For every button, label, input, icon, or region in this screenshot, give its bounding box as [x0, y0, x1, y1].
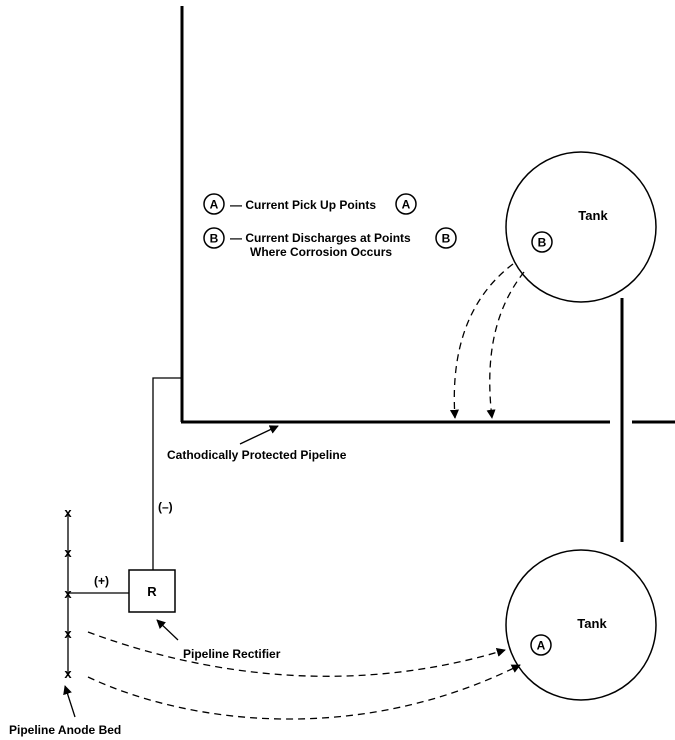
anode-bed-caption: Pipeline Anode Bed: [9, 723, 121, 737]
legend-a-marker-end-circle: [395, 193, 417, 215]
legend-a-marker-end: A: [402, 198, 411, 212]
legend-a-marker-circle: [203, 193, 225, 215]
anode-marker-4: x: [64, 626, 72, 641]
tank-bottom-label: Tank: [577, 616, 607, 631]
anode-marker-2: x: [64, 545, 72, 560]
legend-b-marker-end: B: [442, 232, 451, 246]
negative-lead-wire: [152, 377, 181, 570]
legend-a-marker: A: [210, 198, 219, 212]
pickup-arrow-1: [87, 631, 506, 677]
discharge-arrow-1: [449, 263, 514, 419]
rectifier-caption: Pipeline Rectifier: [183, 647, 281, 661]
legend-b-text-line2: Where Corrosion Occurs: [250, 245, 392, 259]
negative-polarity-label: (–): [158, 500, 173, 514]
protected-pipeline: [180, 6, 675, 424]
rectifier-box-label: R: [147, 584, 157, 599]
anode-bed-caption-pointer: [63, 685, 76, 718]
tank-top-marker: B: [538, 236, 547, 250]
legend-b-marker-end-circle: [435, 227, 457, 249]
tank-top-label: Tank: [578, 208, 608, 223]
pickup-arrow-2: [87, 664, 521, 720]
positive-polarity-label: (+): [94, 574, 109, 588]
legend-b-marker-circle: [203, 227, 225, 249]
tank-bottom-marker-circle: [530, 634, 552, 656]
legend-a-text: — Current Pick Up Points: [230, 198, 376, 212]
pickup-current-arrows: [87, 631, 521, 720]
pipeline-label-pointer: [239, 425, 279, 445]
rectifier: R: [128, 569, 176, 613]
anode-marker-5: x: [64, 666, 72, 681]
legend: A — Current Pick Up Points A B — Current…: [203, 193, 457, 259]
legend-b-marker: B: [210, 232, 219, 246]
anode-bed: x x x x x: [64, 505, 72, 681]
tank-top: Tank B: [505, 151, 657, 303]
rectifier-caption-pointer: [156, 619, 179, 641]
discharge-current-arrows: [449, 263, 525, 419]
pipeline-label: Cathodically Protected Pipeline: [167, 448, 347, 462]
legend-b-text-line1: — Current Discharges at Points: [230, 231, 411, 245]
anode-marker-3: x: [64, 586, 72, 601]
anode-marker-1: x: [64, 505, 72, 520]
tank-bottom-marker: A: [537, 639, 546, 653]
discharge-arrow-2: [486, 271, 525, 419]
tank-bottom: Tank A: [505, 549, 657, 701]
tank-top-marker-circle: [531, 231, 553, 253]
